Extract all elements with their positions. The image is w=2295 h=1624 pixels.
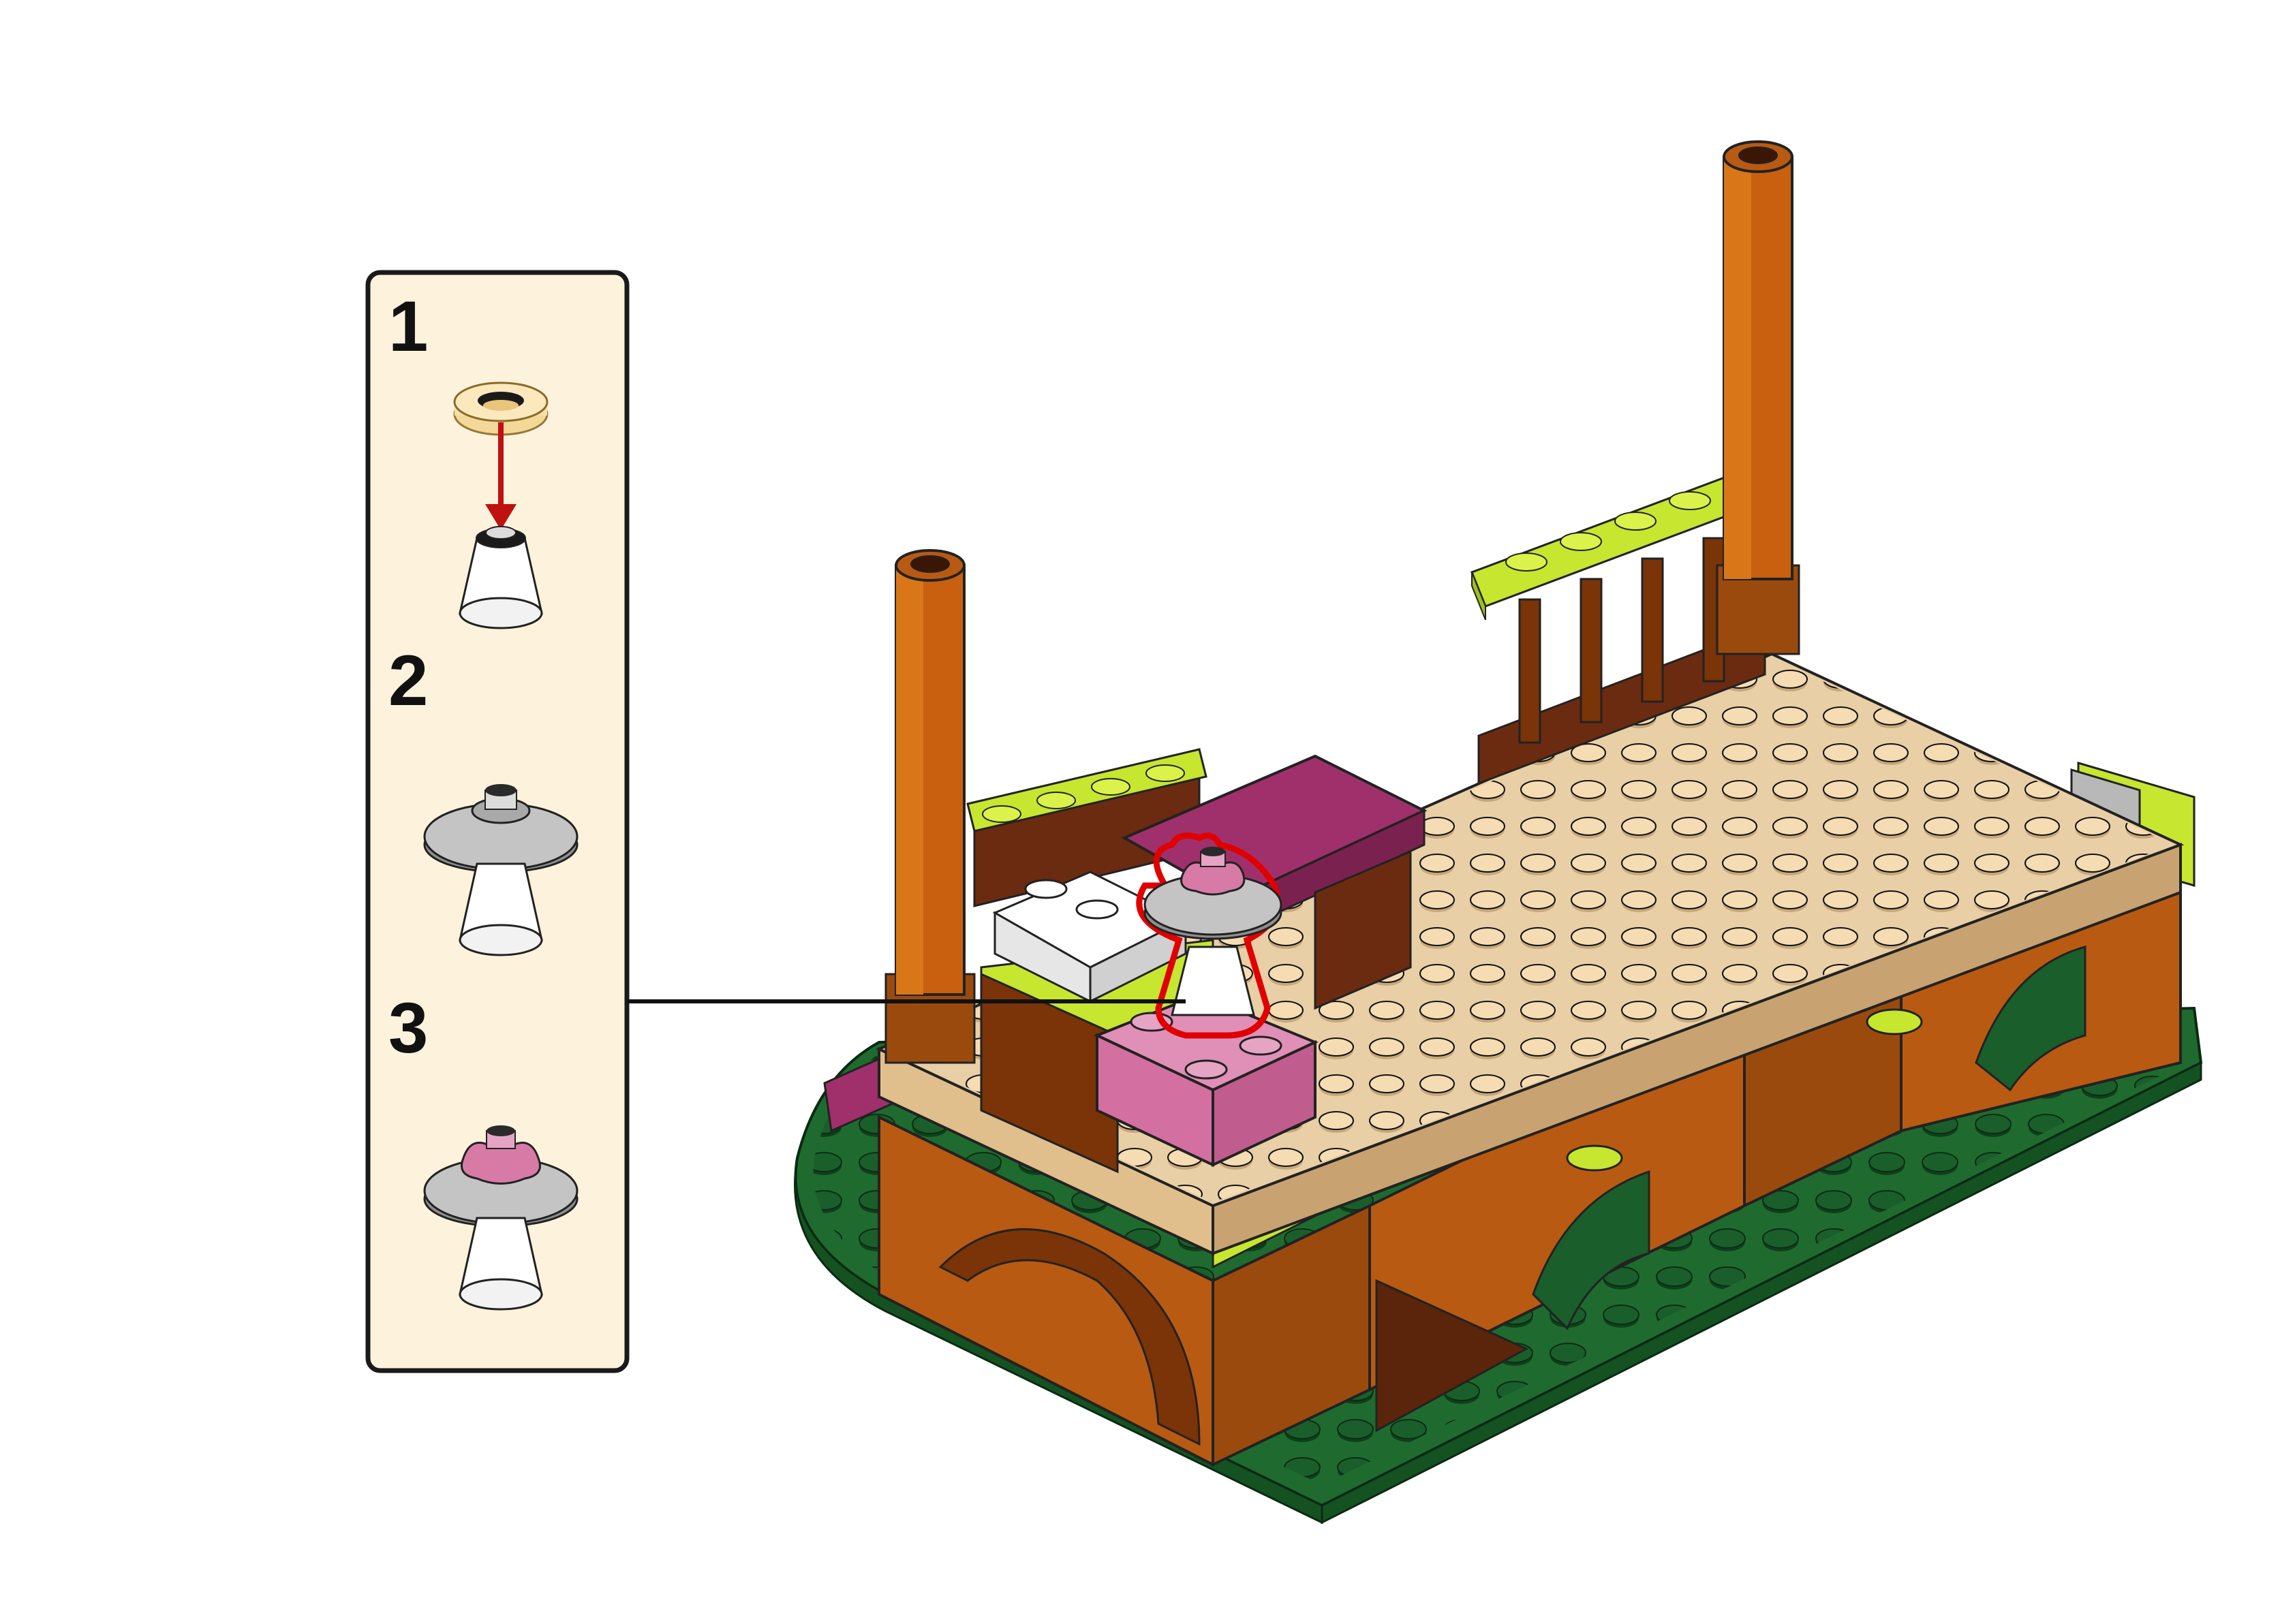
trans-yellow-round-plate [453, 381, 549, 436]
white-cone-3 [459, 1217, 543, 1311]
white-cone-1 [459, 526, 543, 629]
substep-number-3: 3 [388, 988, 428, 1068]
main-model [794, 140, 2203, 1525]
callout-panel: 1 2 [365, 270, 630, 1373]
right-pillar [1716, 140, 1800, 655]
assembled-lamp-highlight [1136, 832, 1282, 1039]
left-pillar [884, 549, 976, 1064]
substep-number-2: 2 [388, 641, 428, 721]
pink-brick [1093, 993, 1319, 1168]
pink-flower-dish [423, 1125, 579, 1228]
white-cone-2 [459, 862, 543, 956]
down-arrow-icon [485, 422, 517, 530]
light-gray-dish [423, 784, 579, 873]
substep-number-1: 1 [388, 287, 428, 366]
